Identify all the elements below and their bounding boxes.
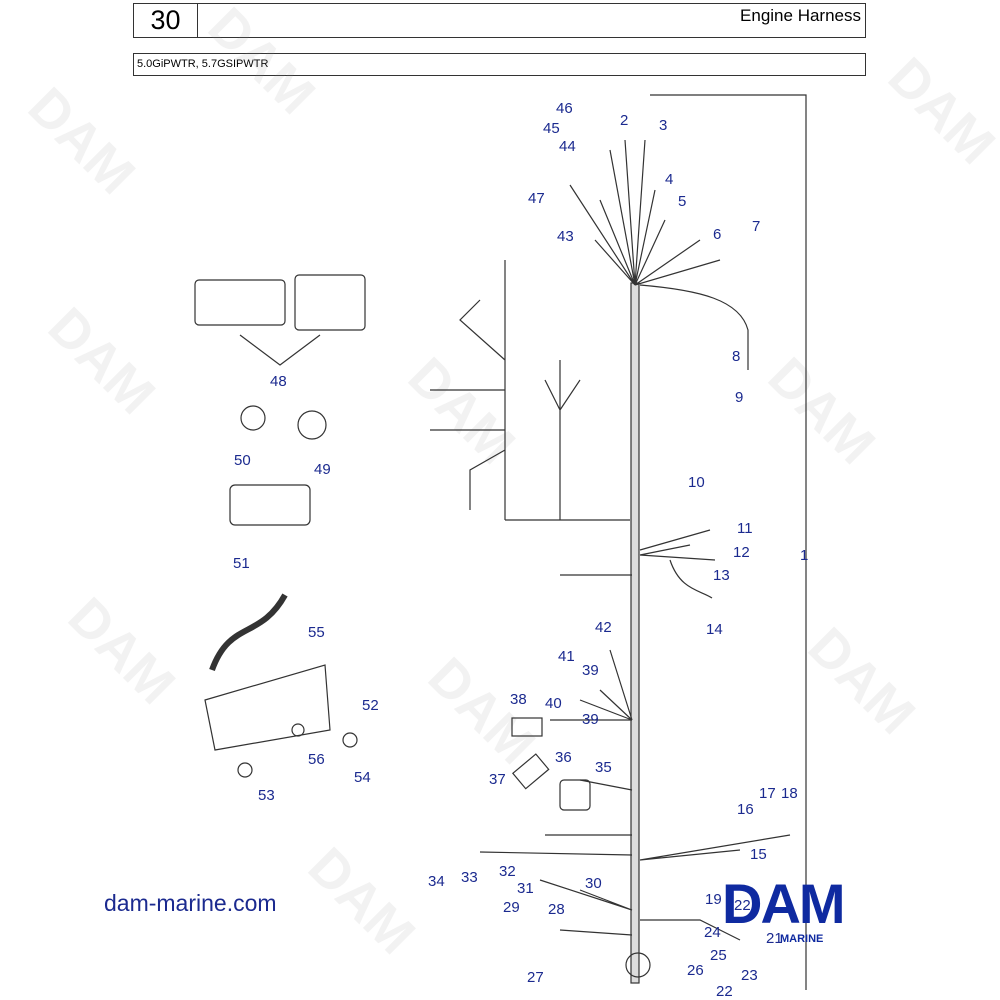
part-label: 28: [548, 901, 565, 918]
part-label: 53: [258, 787, 275, 804]
assembly-bracket: [650, 94, 807, 990]
part-label: 34: [428, 873, 445, 890]
dam-marine-logo: DAM MARINE: [722, 872, 897, 948]
part-label: 42: [595, 619, 612, 636]
part-label: 5: [678, 193, 686, 210]
sensor-50: [240, 405, 266, 431]
part-label: 39: [582, 662, 599, 679]
bracket-52: [204, 664, 331, 751]
part-label: 23: [741, 967, 758, 984]
part-label: 47: [528, 190, 545, 207]
part-label: 39: [582, 711, 599, 728]
connector-38: [511, 717, 543, 737]
part-label: 22: [734, 897, 751, 914]
part-label: 2: [620, 112, 628, 129]
part-label: 7: [752, 218, 760, 235]
bolt-53: [237, 762, 253, 778]
branch-8-9: [639, 284, 749, 370]
part-label: 38: [510, 691, 527, 708]
hose-55: [209, 593, 288, 672]
lower-branches: [479, 649, 791, 941]
part-label: 48: [270, 373, 287, 390]
center-branch: [544, 360, 581, 520]
mid-branches: [560, 529, 716, 599]
part-label: 50: [234, 452, 251, 469]
bolt-54: [342, 732, 358, 748]
part-label: 26: [687, 962, 704, 979]
relay-35: [559, 779, 591, 811]
part-label: 14: [706, 621, 723, 638]
top-branches: [569, 139, 721, 286]
part-label: 3: [659, 117, 667, 134]
model-subtitle: 5.0GiPWTR, 5.7GSIPWTR: [133, 53, 866, 76]
relay-37: [512, 753, 550, 790]
part-label: 13: [713, 567, 730, 584]
part-label: 18: [781, 785, 798, 802]
part-label: 49: [314, 461, 331, 478]
part-label: 55: [308, 624, 325, 641]
part-label: 22: [716, 983, 733, 1000]
part-label: 1: [800, 547, 808, 564]
part-label: 46: [556, 100, 573, 117]
ecu-arrows: [239, 334, 321, 366]
connector-bottom: [625, 952, 651, 978]
part-label: 31: [517, 880, 534, 897]
part-label: 52: [362, 697, 379, 714]
website-link[interactable]: dam-marine.com: [104, 890, 277, 916]
part-label: 6: [713, 226, 721, 243]
header-box: 30 Engine Harness: [133, 3, 866, 38]
module-51: [229, 484, 311, 526]
part-label: 56: [308, 751, 325, 768]
part-label: 21: [766, 930, 783, 947]
part-label: 11: [737, 520, 753, 537]
part-label: 27: [527, 969, 544, 986]
part-label: 30: [585, 875, 602, 892]
part-label: 37: [489, 771, 506, 788]
part-label: 40: [545, 695, 562, 712]
part-label: 25: [710, 947, 727, 964]
part-label: 29: [503, 899, 520, 916]
left-subharness: [430, 260, 630, 521]
logo-main: DAM: [722, 872, 846, 935]
part-label: 45: [543, 120, 560, 137]
part-label: 8: [732, 348, 740, 365]
part-label: 19: [705, 891, 722, 908]
part-label: 44: [559, 138, 576, 155]
ecu-module-left: [194, 279, 286, 326]
part-label: 17: [759, 785, 776, 802]
part-label: 32: [499, 863, 516, 880]
part-label: 10: [688, 474, 705, 491]
diagram-lines: [194, 94, 807, 990]
page-title: Engine Harness: [740, 6, 861, 25]
part-label: 41: [558, 648, 575, 665]
ecu-module-right: [294, 274, 366, 331]
part-label: 4: [665, 171, 673, 188]
part-label: 43: [557, 228, 574, 245]
part-label: 54: [354, 769, 371, 786]
page-number: 30: [134, 4, 198, 37]
logo-sub: MARINE: [780, 933, 824, 945]
part-label: 12: [733, 544, 750, 561]
part-label: 9: [735, 389, 743, 406]
part-label: 24: [704, 924, 721, 941]
part-label: 15: [750, 846, 767, 863]
part-label: 16: [737, 801, 754, 818]
part-label: 51: [233, 555, 250, 572]
part-label: 35: [595, 759, 612, 776]
sensor-49: [297, 410, 327, 440]
part-label: 36: [555, 749, 572, 766]
part-labels: 1 2 3 4 5 6 7 8 9 10 11 12 13 14 15 16 1…: [233, 100, 808, 1000]
main-trunk: [630, 282, 640, 984]
clip-56: [291, 723, 305, 737]
part-label: 33: [461, 869, 478, 886]
